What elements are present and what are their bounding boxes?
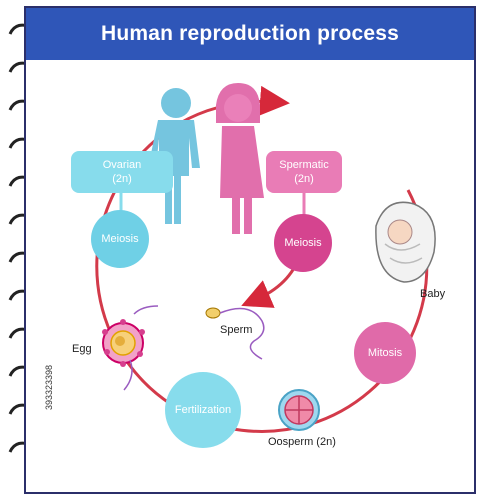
sperm-label: Sperm (220, 324, 253, 336)
title-bar: Human reproduction process (26, 8, 474, 60)
meiosis-right-node: Meiosis (274, 214, 332, 272)
mitosis-node: Mitosis (354, 322, 416, 384)
fertilization-node: Fertilization (165, 372, 241, 448)
watermark-id: 393323398 (44, 364, 54, 410)
sperm-icon (205, 307, 265, 360)
spermatic-node: Spermatic (2n) (266, 151, 342, 193)
ovarian-node: Ovarian (2n) (71, 151, 173, 193)
baby-icon (375, 201, 436, 283)
meiosis-left-node: Meiosis (91, 210, 149, 268)
egg-label: Egg (72, 343, 92, 355)
girl-silhouette-icon (216, 83, 264, 234)
boy-silhouette-icon (148, 88, 200, 224)
zygote-icon (278, 389, 320, 431)
oosperm-label: Oosperm (2n) (268, 436, 336, 448)
baby-label: Baby (420, 288, 446, 300)
page-title: Human reproduction process (100, 22, 400, 45)
egg-cell-icon (102, 305, 159, 391)
